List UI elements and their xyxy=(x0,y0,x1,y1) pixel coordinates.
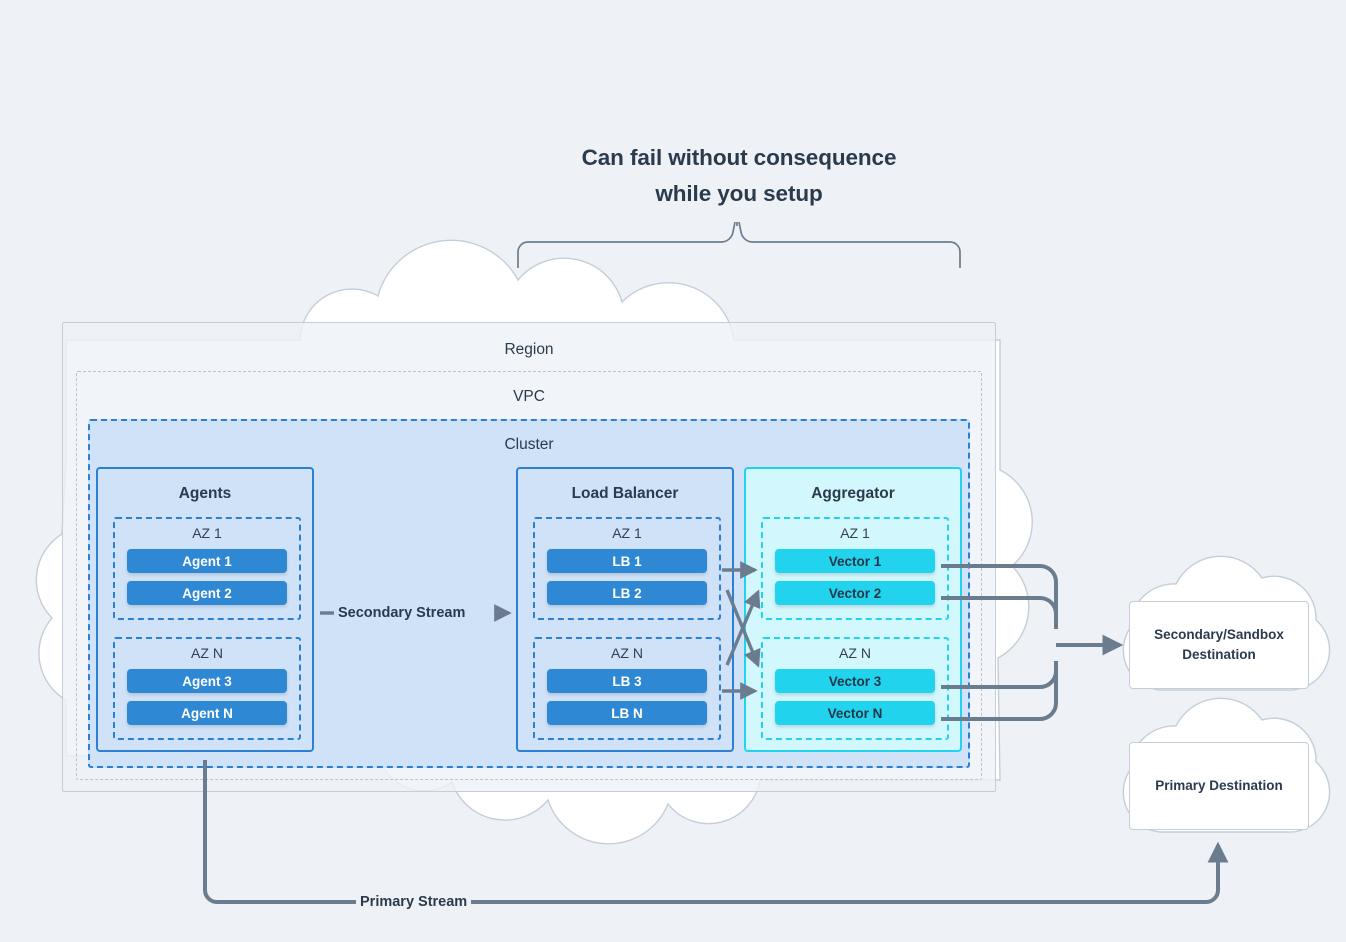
panel-aggregator: Aggregator AZ 1 Vector 1 Vector 2 AZ N V… xyxy=(744,467,962,752)
node-agent-2[interactable]: Agent 2 xyxy=(127,581,287,605)
lb-az-1-group: AZ 1 LB 1 LB 2 xyxy=(533,517,721,620)
node-vector-n[interactable]: Vector N xyxy=(775,701,935,725)
aggregator-az-1-group: AZ 1 Vector 1 Vector 2 xyxy=(761,517,949,620)
node-agent-1[interactable]: Agent 1 xyxy=(127,549,287,573)
agents-az-1-label: AZ 1 xyxy=(192,525,222,541)
aggregator-az-n-label: AZ N xyxy=(839,645,871,661)
headline-line-1: Can fail without consequence xyxy=(581,145,897,170)
region-label: Region xyxy=(504,341,554,358)
agents-az-1-group: AZ 1 Agent 1 Agent 2 xyxy=(113,517,301,620)
lb-az-1-label: AZ 1 xyxy=(612,525,642,541)
secondary-destination-box[interactable]: Secondary/Sandbox Destination xyxy=(1129,601,1309,689)
node-vector-1[interactable]: Vector 1 xyxy=(775,549,935,573)
panel-load-balancer-title: Load Balancer xyxy=(571,485,679,502)
headline: Can fail without consequence while you s… xyxy=(439,140,1039,213)
panel-load-balancer: Load Balancer AZ 1 LB 1 LB 2 AZ N LB 3 L… xyxy=(516,467,734,752)
cluster-label: Cluster xyxy=(504,436,554,453)
secondary-destination-line-1: Secondary/Sandbox xyxy=(1154,627,1284,643)
vpc-label: VPC xyxy=(513,388,545,405)
panel-agents: Agents AZ 1 Agent 1 Agent 2 AZ N Agent 3… xyxy=(96,467,314,752)
secondary-destination-line-2: Destination xyxy=(1182,647,1256,662)
node-lb-1[interactable]: LB 1 xyxy=(547,549,707,573)
panel-aggregator-title: Aggregator xyxy=(811,485,895,502)
node-agent-3[interactable]: Agent 3 xyxy=(127,669,287,693)
panel-agents-title: Agents xyxy=(178,485,232,502)
headline-line-2: while you setup xyxy=(655,181,823,207)
aggregator-az-1-label: AZ 1 xyxy=(840,525,870,541)
primary-stream-label: Primary Stream xyxy=(356,894,472,910)
node-vector-2[interactable]: Vector 2 xyxy=(775,581,935,605)
node-lb-n[interactable]: LB N xyxy=(547,701,707,725)
agents-az-n-label: AZ N xyxy=(191,645,223,661)
secondary-stream-label: Secondary Stream xyxy=(338,605,466,621)
primary-destination-box[interactable]: Primary Destination xyxy=(1129,742,1309,830)
agents-az-n-group: AZ N Agent 3 Agent N xyxy=(113,637,301,740)
primary-destination-label: Primary Destination xyxy=(1155,778,1283,794)
lb-az-n-label: AZ N xyxy=(611,645,643,661)
aggregator-az-n-group: AZ N Vector 3 Vector N xyxy=(761,637,949,740)
node-lb-2[interactable]: LB 2 xyxy=(547,581,707,605)
node-lb-3[interactable]: LB 3 xyxy=(547,669,707,693)
lb-az-n-group: AZ N LB 3 LB N xyxy=(533,637,721,740)
node-vector-3[interactable]: Vector 3 xyxy=(775,669,935,693)
node-agent-n[interactable]: Agent N xyxy=(127,701,287,725)
